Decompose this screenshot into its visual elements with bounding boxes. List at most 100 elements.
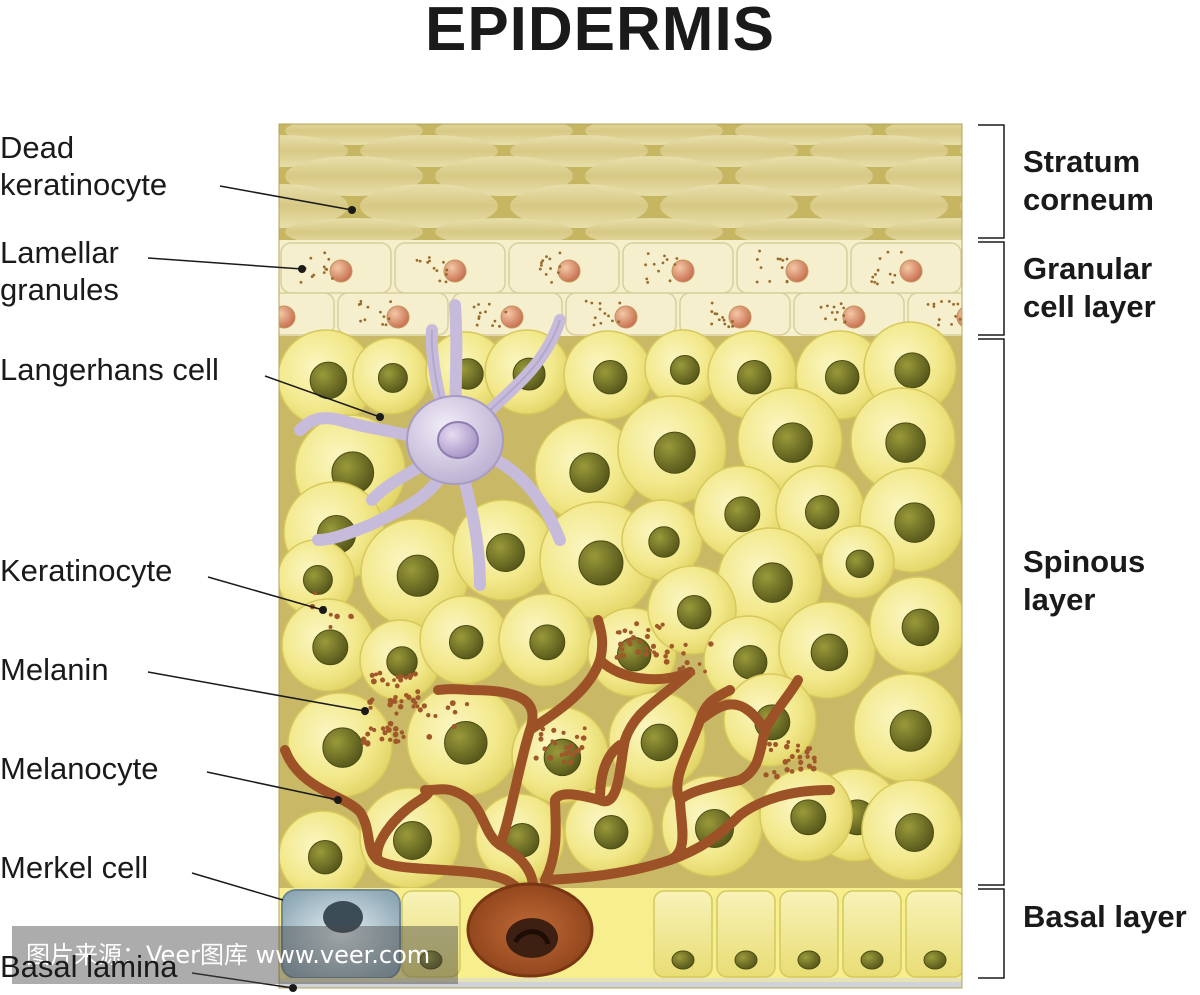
keratinocyte-nucleus	[377, 362, 408, 393]
melanin-granule	[394, 683, 400, 689]
melanin-granule	[533, 755, 539, 761]
melanin-granule	[328, 624, 333, 629]
melanin-granule	[797, 754, 803, 760]
lamellar-granule	[545, 255, 548, 259]
keratinocyte-nucleus	[736, 359, 772, 395]
lamellar-granule	[444, 273, 448, 276]
lamellar-granule	[330, 277, 334, 280]
lamellar-granule	[603, 312, 607, 315]
basal-cell	[716, 890, 776, 978]
melanin-granule	[394, 711, 399, 716]
dead-keratinocyte	[360, 135, 498, 167]
lamellar-granule	[990, 260, 993, 263]
melanin-granule	[628, 630, 633, 635]
lamellar-granule	[785, 280, 789, 284]
keratinocyte-nucleus	[894, 502, 935, 543]
melanin-granule	[349, 614, 354, 619]
melanin-granule	[387, 701, 393, 708]
melanin-granule	[664, 649, 670, 655]
lamellar-granule	[937, 318, 941, 321]
lamellar-granule	[550, 281, 553, 284]
lamellar-granule	[269, 324, 272, 327]
lamellar-granule	[498, 324, 501, 328]
lamellar-granule	[871, 275, 875, 279]
melanin-granule	[426, 713, 431, 718]
keratinocyte-nucleus	[386, 646, 418, 678]
granular-nucleus	[899, 259, 923, 283]
melanin-granule	[689, 670, 696, 676]
lamellar-granule	[379, 310, 382, 314]
melanin-granule	[561, 759, 567, 764]
melanin-granule	[617, 630, 622, 635]
lamellar-granule	[548, 257, 552, 261]
keratinocyte-nucleus	[578, 540, 624, 586]
lamellar-granule	[723, 322, 727, 326]
basal-cell-nucleus	[671, 950, 695, 970]
melanin-granule	[643, 645, 648, 650]
lamellar-granule	[382, 315, 386, 319]
melanin-granule	[390, 698, 397, 704]
layer-label-stratum-corneum: Stratum corneum	[1023, 143, 1154, 219]
melanin-granule	[811, 755, 817, 761]
lamellar-granule	[389, 300, 393, 304]
melanin-granule	[417, 707, 423, 713]
keratinocyte-nucleus	[593, 814, 629, 850]
granular-nucleus	[329, 259, 353, 283]
melanin-granules	[309, 591, 817, 780]
lamellar-granule	[262, 313, 265, 316]
lamellar-granule	[312, 273, 316, 277]
lamellar-granule	[645, 277, 649, 281]
granular-nucleus	[785, 259, 809, 283]
melanin-granule	[657, 625, 662, 630]
granular-cells	[262, 242, 993, 336]
granular-nucleus	[728, 305, 752, 329]
melanin-granule	[564, 745, 569, 750]
lamellar-granule	[755, 258, 759, 261]
dead-keratinocyte	[660, 135, 798, 167]
granular-nucleus	[614, 305, 638, 329]
lamellar-granule	[558, 251, 562, 255]
lamellar-granule	[899, 250, 903, 254]
melanin-granule	[796, 743, 801, 748]
melanin-granule	[635, 648, 642, 655]
keratinocyte-nucleus	[648, 526, 680, 558]
lamellar-granule	[415, 258, 419, 262]
lamellar-granule	[438, 279, 442, 283]
melanin-granule	[669, 643, 675, 649]
basal-cell	[842, 890, 902, 978]
melanin-granule	[421, 703, 427, 709]
keratinocyte-nucleus	[640, 723, 679, 762]
lamellar-granule	[268, 300, 271, 303]
melanin-granule	[805, 754, 810, 759]
melanin-granule	[708, 641, 714, 647]
melanin-granule	[452, 709, 458, 715]
lamellar-granule	[755, 280, 759, 284]
melanin-granule	[619, 647, 625, 652]
keratinocyte-nucleus	[307, 839, 343, 875]
melanin-granule	[386, 727, 392, 733]
lamellar-granule	[873, 280, 877, 284]
lamellar-granule	[778, 257, 782, 261]
lamellar-granule	[834, 318, 837, 321]
melanin-granule	[798, 766, 804, 772]
lamellar-granule	[824, 317, 827, 321]
melanin-granule	[399, 699, 404, 704]
lamellar-granule	[657, 269, 660, 273]
lamellar-granule	[493, 319, 497, 323]
dead-keratinocyte	[510, 135, 648, 167]
lamellar-granule	[937, 323, 940, 327]
melanin-granule	[646, 627, 651, 633]
melanin-granule	[567, 759, 574, 766]
melanin-granule	[650, 643, 657, 649]
keratinocyte-nucleus	[752, 562, 793, 603]
lamellar-granule	[758, 249, 761, 253]
melanin-granule	[786, 740, 791, 744]
lamellar-granule	[487, 302, 491, 306]
keratinocyte-nucleus	[810, 633, 849, 672]
keratinocyte-nucleus	[653, 431, 696, 474]
label-lamellar-granules-line1: Lamellar	[0, 235, 119, 270]
lamellar-granule	[646, 280, 650, 284]
lamellar-granule	[418, 259, 422, 263]
melanin-granule	[538, 736, 544, 742]
lamellar-granule	[731, 320, 734, 323]
